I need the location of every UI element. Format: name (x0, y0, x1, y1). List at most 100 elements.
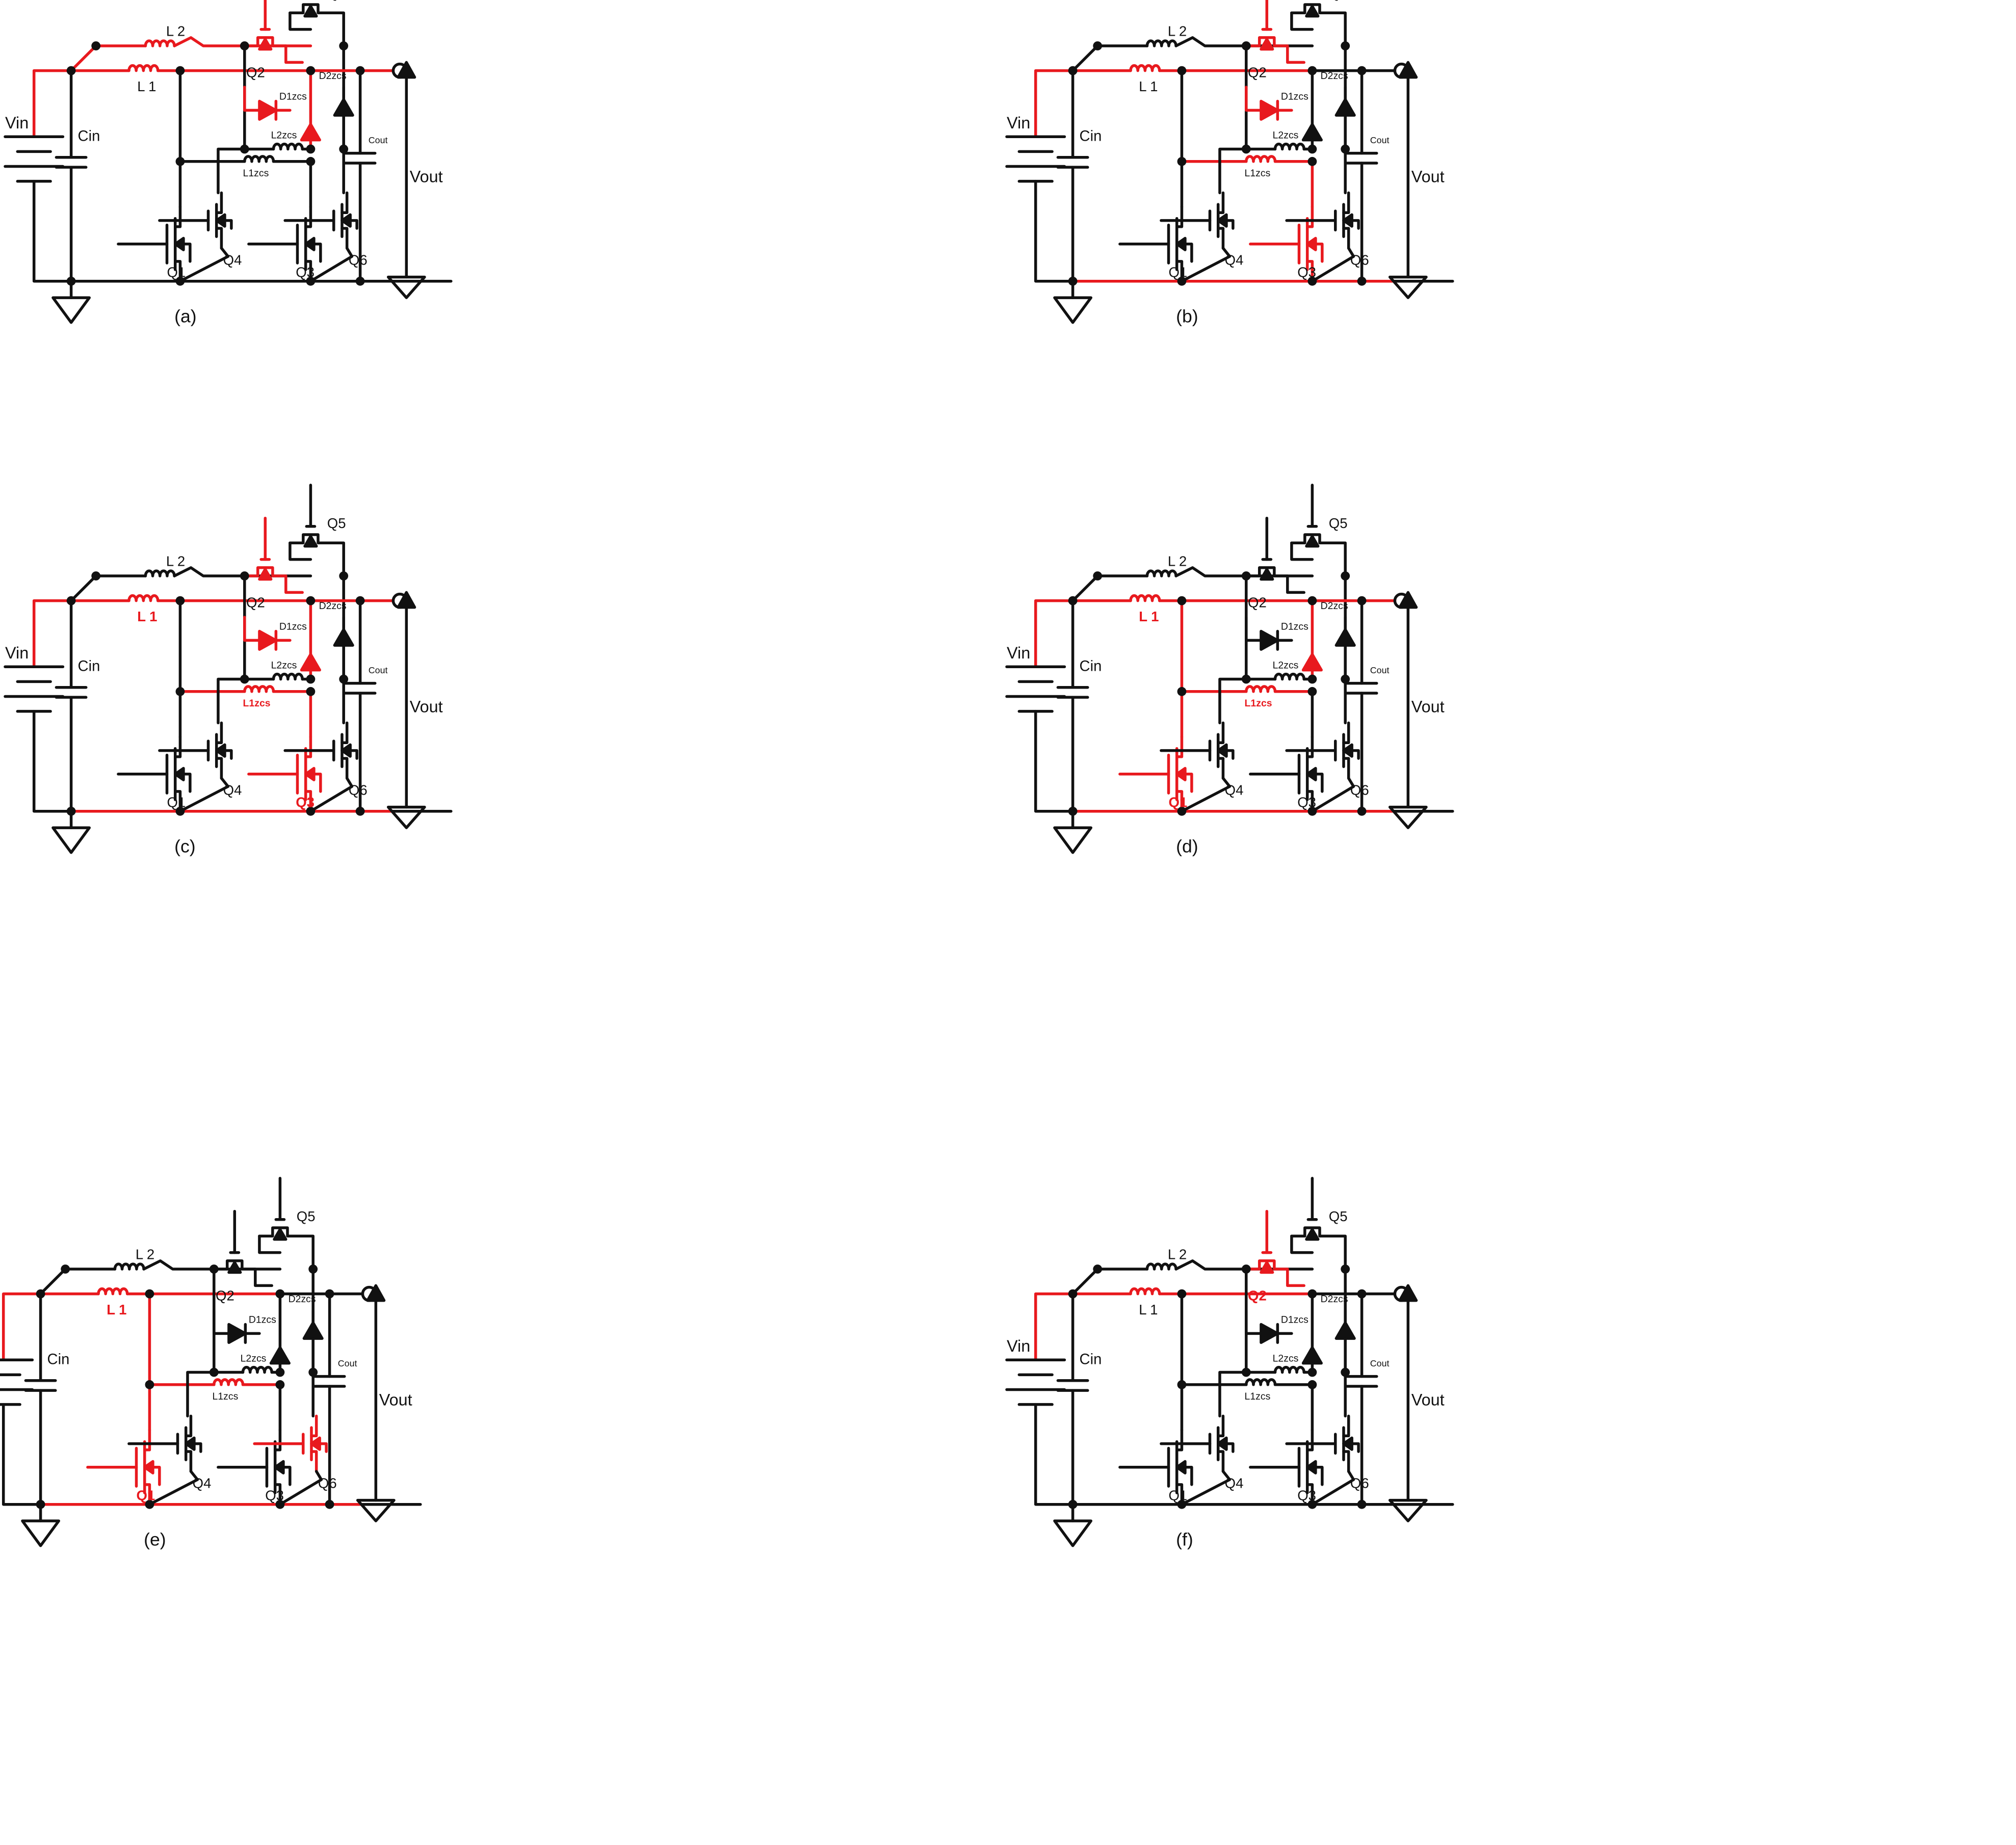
q4-return (178, 777, 230, 813)
q1-mosfet-drain (1175, 735, 1184, 758)
l1zcs-inductor (1245, 685, 1277, 693)
cin-label: Cin (47, 1351, 70, 1367)
q4-mosfet-drain (1216, 1414, 1225, 1437)
junction-dot (308, 1264, 318, 1274)
q4-mosfet-body-arrow (1216, 743, 1228, 758)
vin-lead (1034, 599, 1075, 668)
junction-dot (325, 1499, 334, 1509)
q3-mosfet-source (304, 260, 312, 283)
d1zcs-diode (1260, 629, 1279, 651)
junction-dot (1068, 1289, 1078, 1299)
vout-label: Vout (1411, 697, 1445, 716)
junction-dot (145, 1499, 154, 1509)
q4-mosfet-source (1216, 1450, 1225, 1473)
d2zcs-label: D2zcs (1321, 1294, 1348, 1305)
q3-mosfet-drain (304, 205, 312, 228)
vout-ground-symbol (386, 805, 426, 829)
junction-dot (355, 806, 365, 816)
q3-label: Q3 (1297, 265, 1316, 280)
vin-return (1034, 709, 1075, 813)
q3-label: Q3 (1297, 1488, 1316, 1504)
panel-caption: (f) (1176, 1530, 1193, 1550)
q5-mosfet-channel (258, 1226, 302, 1237)
l2-inductor (1145, 569, 1177, 577)
junction-dot (1177, 1380, 1187, 1389)
d2zcs-label: D2zcs (289, 1294, 316, 1305)
d1zcs-wire-left (243, 616, 261, 642)
q5-mosfet-channel (1290, 3, 1334, 14)
junction-dot (91, 571, 101, 581)
d1zcs-wire-left (1245, 1309, 1263, 1335)
junction-dot (306, 156, 316, 166)
l1-inductor (1129, 64, 1161, 72)
junction-dot (66, 806, 76, 816)
junction-dot (1357, 806, 1367, 816)
q1-mosfet-drain (173, 735, 182, 758)
d1zcs-label: D1zcs (249, 1314, 276, 1325)
junction-dot (1341, 674, 1350, 684)
junction-dot (175, 66, 185, 75)
q2-label: Q2 (246, 65, 265, 81)
q3-mosfet-body-arrow (1305, 236, 1317, 251)
q2-label: Q2 (1248, 595, 1267, 611)
q1-mosfet-drain (1175, 1429, 1184, 1452)
q5-mosfet-body-arrow (303, 535, 318, 548)
d1zcs-wire-left (1245, 86, 1263, 112)
q4-mosfet-drain (1216, 721, 1225, 744)
junction-dot (1307, 156, 1317, 166)
junction-dot (145, 1380, 154, 1389)
q4-drain-wire (217, 44, 246, 195)
q6-mosfet-body-arrow (341, 743, 352, 758)
junction-dot (1357, 66, 1367, 75)
out-diode (333, 98, 354, 117)
junction-dot (275, 1289, 285, 1299)
junction-dot (61, 1264, 70, 1274)
q2-mosfet-channel (1245, 1259, 1289, 1271)
q4-label: Q4 (1225, 782, 1244, 798)
vin-label: Vin (1007, 114, 1030, 132)
junction-dot (1307, 674, 1317, 684)
vin-return (1034, 179, 1075, 283)
l2zcs-inductor (241, 1365, 273, 1374)
d1zcs-wire-left (243, 86, 261, 112)
q1-mosfet-source (143, 1483, 151, 1506)
junction-dot (1177, 1499, 1187, 1509)
q4-mosfet-source (1216, 757, 1225, 780)
junction-dot (339, 41, 349, 50)
q5-left-wire (1290, 11, 1314, 31)
q5-mosfet-channel (1290, 1226, 1334, 1237)
junction-dot (1341, 41, 1350, 50)
junction-dot (1357, 276, 1367, 286)
vin-lead (1034, 1292, 1075, 1361)
vout-arrow (1398, 1284, 1418, 1302)
junction-dot (1357, 1289, 1367, 1299)
l2zcs-inductor (272, 142, 304, 151)
l1zcs-label: L1zcs (1245, 1391, 1271, 1402)
q3-mosfet-drain (1305, 735, 1314, 758)
d1zcs-wire-left (213, 1309, 230, 1335)
l2-inductor (1145, 39, 1177, 47)
junction-dot (1241, 1264, 1251, 1274)
d1zcs-diode (1260, 1323, 1279, 1344)
junction-dot (1241, 1367, 1251, 1377)
d2zcs-diode (1301, 1346, 1323, 1365)
junction-dot (1341, 1264, 1350, 1274)
junction-dot (36, 1499, 45, 1509)
junction-dot (240, 144, 249, 154)
junction-dot (1241, 571, 1251, 581)
q4-return (1180, 777, 1232, 813)
d1zcs-diode (1260, 99, 1279, 121)
l2-inductor (144, 569, 176, 577)
l1-label: L 1 (137, 609, 157, 624)
junction-dot (1307, 806, 1317, 816)
l1zcs-label: L1zcs (243, 698, 271, 709)
q1-mosfet-body-arrow (1175, 236, 1187, 251)
cin-label: Cin (1080, 128, 1102, 144)
d2zcs-diode (269, 1346, 291, 1365)
d2zcs-label: D2zcs (319, 70, 347, 82)
q2-mosfet-channel (1245, 36, 1289, 47)
panel-caption: (c) (174, 836, 196, 857)
junction-dot (175, 276, 185, 286)
junction-dot (339, 144, 349, 154)
